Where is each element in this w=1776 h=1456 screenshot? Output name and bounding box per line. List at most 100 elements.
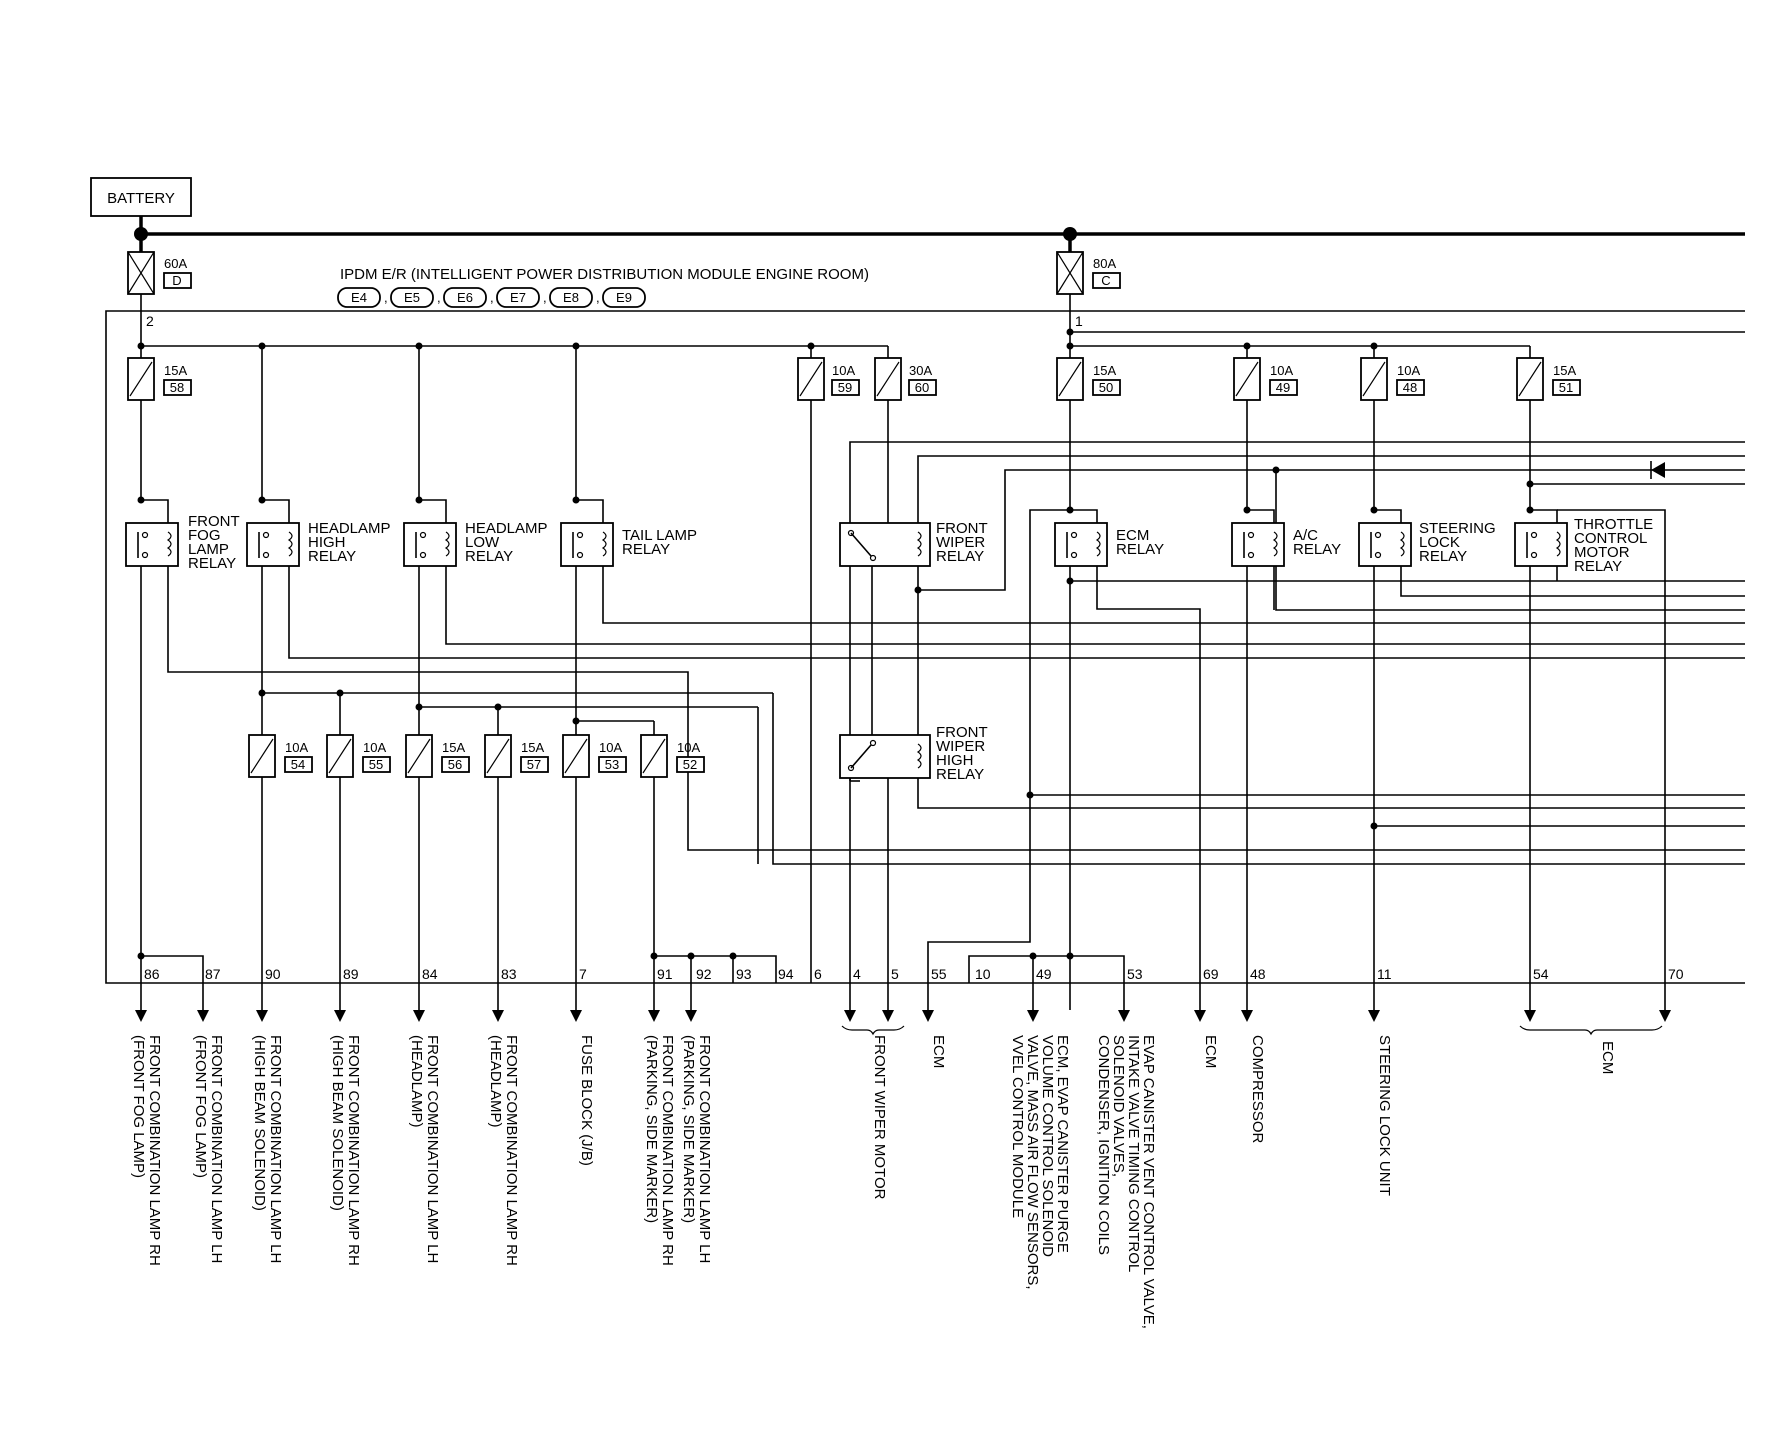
fuse-amp: 10A bbox=[285, 740, 308, 755]
output-label: FRONT COMBINATION LAMP RH bbox=[503, 1035, 520, 1266]
arrow-icon bbox=[1524, 1010, 1536, 1022]
arrow-icon bbox=[334, 1010, 346, 1022]
arrow-icon bbox=[570, 1010, 582, 1022]
fuse-49: 10A 49 bbox=[1233, 357, 1298, 401]
terminal-number: 86 bbox=[144, 966, 160, 982]
terminal-number: 55 bbox=[931, 966, 947, 982]
relay-label: FRONT bbox=[936, 724, 988, 741]
fuse-number: 56 bbox=[448, 757, 462, 772]
arrow-icon bbox=[492, 1010, 504, 1022]
arrow-icon bbox=[1659, 1010, 1671, 1022]
relay-label: RELAY bbox=[1293, 541, 1341, 558]
terminal-number: 93 bbox=[736, 966, 752, 982]
fuse-number: 55 bbox=[369, 757, 383, 772]
output-label: (PARKING, SIDE MARKER) bbox=[643, 1035, 660, 1223]
arrow-icon bbox=[197, 1010, 209, 1022]
relay-label: RELAY bbox=[465, 548, 513, 565]
output-label: (HIGH BEAM SOLENOID) bbox=[251, 1035, 268, 1211]
arrow-icon bbox=[922, 1010, 934, 1022]
fuse-amp: 10A bbox=[1397, 363, 1420, 378]
output-label: (HIGH BEAM SOLENOID) bbox=[329, 1035, 346, 1211]
fuse-number: 50 bbox=[1099, 380, 1113, 395]
fuse-number: 52 bbox=[683, 757, 697, 772]
relay-label: CONTROL bbox=[1574, 530, 1647, 547]
terminal-number: 49 bbox=[1036, 966, 1052, 982]
connector-label: E7 bbox=[510, 290, 526, 305]
fuse-amp: 10A bbox=[832, 363, 855, 378]
connector-label: E5 bbox=[404, 290, 420, 305]
terminal-number: 48 bbox=[1250, 966, 1266, 982]
terminal-number: 54 bbox=[1533, 966, 1549, 982]
output-label: ECM bbox=[1599, 1041, 1616, 1074]
main-fuse-id: D bbox=[172, 273, 181, 288]
front-wiper-relay: FRONT WIPER RELAY bbox=[839, 520, 988, 567]
terminal-number: 90 bbox=[265, 966, 281, 982]
fuse-55: 10A 55 bbox=[326, 734, 391, 778]
ecm-relay: ECM RELAY bbox=[1054, 522, 1164, 567]
output-label: ECM, EVAP CANISTER PURGE bbox=[1054, 1035, 1071, 1253]
arrow-icon bbox=[256, 1010, 268, 1022]
fuse-amp: 10A bbox=[599, 740, 622, 755]
arrow-icon bbox=[413, 1010, 425, 1022]
relay-label: WIPER bbox=[936, 534, 985, 551]
fuse-number: 59 bbox=[838, 380, 852, 395]
output-label: VALVE, MASS AIR FLOW SENSORS, bbox=[1024, 1035, 1041, 1290]
fuse-amp: 10A bbox=[363, 740, 386, 755]
terminal-number: 83 bbox=[501, 966, 517, 982]
tail-lamp-relay: TAIL LAMP RELAY bbox=[560, 522, 697, 567]
module-terminal: 1 bbox=[1075, 313, 1083, 329]
output-label: FRONT COMBINATION LAMP LH bbox=[424, 1035, 441, 1263]
output-label: COMPRESSOR bbox=[1249, 1035, 1266, 1144]
fuse-53: 10A 53 bbox=[562, 734, 627, 778]
output-label: ECM bbox=[1202, 1035, 1219, 1068]
terminal-number: 89 bbox=[343, 966, 359, 982]
fuse-59: 10A 59 bbox=[797, 357, 860, 401]
module-terminal: 2 bbox=[146, 313, 154, 329]
terminal-number: 91 bbox=[657, 966, 673, 982]
main-fuse-amp: 80A bbox=[1093, 256, 1116, 271]
ecm-bracket bbox=[1519, 1025, 1663, 1036]
output-label: SOLENOID VALVES, bbox=[1110, 1035, 1127, 1177]
output-arrows bbox=[135, 1010, 1671, 1022]
relay-label: THROTTLE bbox=[1574, 516, 1653, 533]
output-label: INTAKE VALVE TIMING CONTROL bbox=[1125, 1035, 1142, 1272]
terminal-number: 92 bbox=[696, 966, 712, 982]
arrow-icon bbox=[135, 1010, 147, 1022]
main-fuse-id: C bbox=[1101, 273, 1110, 288]
relay-label: RELAY bbox=[936, 548, 984, 565]
connector-separator: , bbox=[384, 290, 388, 305]
terminal-number: 5 bbox=[891, 966, 899, 982]
fuse-56: 15A 56 bbox=[405, 734, 470, 778]
front-wiper-high-relay: FRONT WIPER HIGH RELAY bbox=[839, 724, 988, 783]
relay-label: MOTOR bbox=[1574, 544, 1630, 561]
relay-label: HIGH bbox=[308, 534, 346, 551]
fuse-54: 10A 54 bbox=[248, 734, 313, 778]
fuse-amp: 30A bbox=[909, 363, 932, 378]
terminal-number: 7 bbox=[579, 966, 587, 982]
fuse-number: 54 bbox=[291, 757, 305, 772]
terminal-number: 53 bbox=[1127, 966, 1143, 982]
output-label: VOLUME CONTROL SOLENOID bbox=[1039, 1035, 1056, 1257]
fuse-58: 15A 58 bbox=[127, 357, 192, 401]
throttle-control-motor-relay: THROTTLE CONTROL MOTOR RELAY bbox=[1514, 516, 1653, 575]
output-label: FRONT COMBINATION LAMP RH bbox=[345, 1035, 362, 1266]
output-label: STEERING LOCK UNIT bbox=[1376, 1035, 1393, 1196]
fuse-number: 58 bbox=[170, 380, 184, 395]
output-label: FRONT WIPER MOTOR bbox=[871, 1035, 888, 1200]
wiper-bracket bbox=[841, 1025, 905, 1036]
connector-separator: , bbox=[543, 290, 547, 305]
fuse-number: 51 bbox=[1559, 380, 1573, 395]
terminal-number: 4 bbox=[853, 966, 861, 982]
connector-separator: , bbox=[490, 290, 494, 305]
output-label: EVAP CANISTER VENT CONTROL VALVE, bbox=[1140, 1035, 1157, 1329]
terminal-number: 94 bbox=[778, 966, 794, 982]
relay-label: RELAY bbox=[1116, 541, 1164, 558]
terminal-number: 69 bbox=[1203, 966, 1219, 982]
fuse-48: 10A 48 bbox=[1360, 357, 1425, 401]
main-fuse-60a: 60A D bbox=[127, 234, 192, 295]
relay-label: A/C bbox=[1293, 527, 1318, 544]
fuse-51: 15A 51 bbox=[1516, 357, 1581, 401]
arrow-icon bbox=[844, 1010, 856, 1022]
output-label: VVEL CONTROL MODULE bbox=[1009, 1035, 1026, 1218]
